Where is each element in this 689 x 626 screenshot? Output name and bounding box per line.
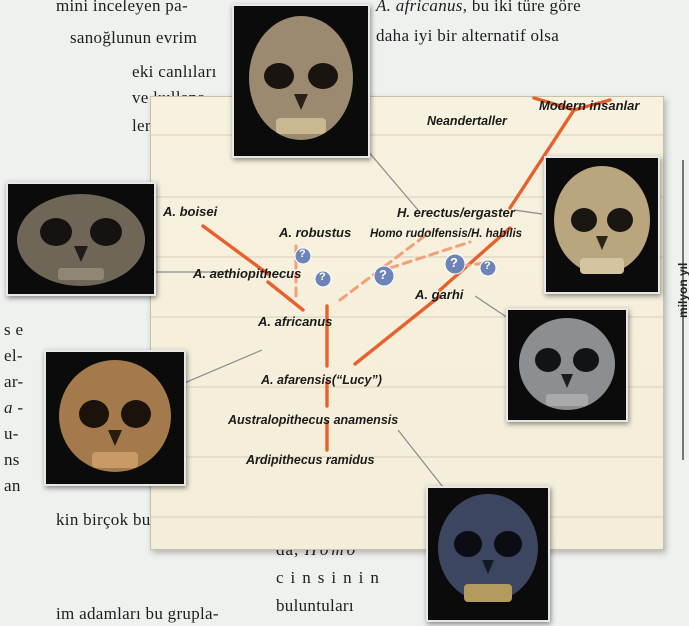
skull-image (8, 184, 154, 294)
skull-photo-left (6, 182, 156, 296)
skull-image (428, 488, 548, 620)
label-a-ramidus: Ardipithecus ramidus (246, 453, 375, 467)
skull-photo-top (232, 4, 370, 158)
skull-image (46, 352, 184, 484)
skull-photo-right-lower (506, 308, 628, 422)
label-a-afarensis: A. afarensis(“Lucy”) (261, 373, 382, 387)
label-h-rudolfensis: Homo rudolfensis/H. habilis (370, 228, 522, 240)
label-h-erectus: H. erectus/ergaster (397, 205, 515, 220)
skull-photo-left-lower (44, 350, 186, 486)
skull-image (508, 310, 626, 420)
label-a-boisei: A. boisei (163, 204, 217, 219)
label-a-garhi: A. garhi (415, 287, 463, 302)
unknown-marker: ? (299, 248, 306, 260)
skull-image (234, 6, 368, 156)
photo-connectors (152, 144, 542, 496)
label-a-aethiopithecus: A. aethiopithecus (193, 266, 301, 281)
unknown-marker: ? (484, 260, 491, 272)
unknown-marker: ? (319, 271, 326, 283)
label-neanderthals: Neandertaller (427, 114, 507, 128)
skull-image (546, 158, 658, 292)
label-a-anamensis: Australopithecus anamensis (228, 413, 398, 427)
skull-photo-bottom (426, 486, 550, 622)
unknown-marker: ? (450, 255, 458, 270)
unknown-marker: ? (379, 267, 387, 282)
label-a-africanus: A. africanus (258, 314, 332, 329)
label-a-robustus: A. robustus (279, 225, 351, 240)
skull-photo-right-upper (544, 156, 660, 294)
label-modern-humans: Modern insanlar (539, 98, 639, 113)
